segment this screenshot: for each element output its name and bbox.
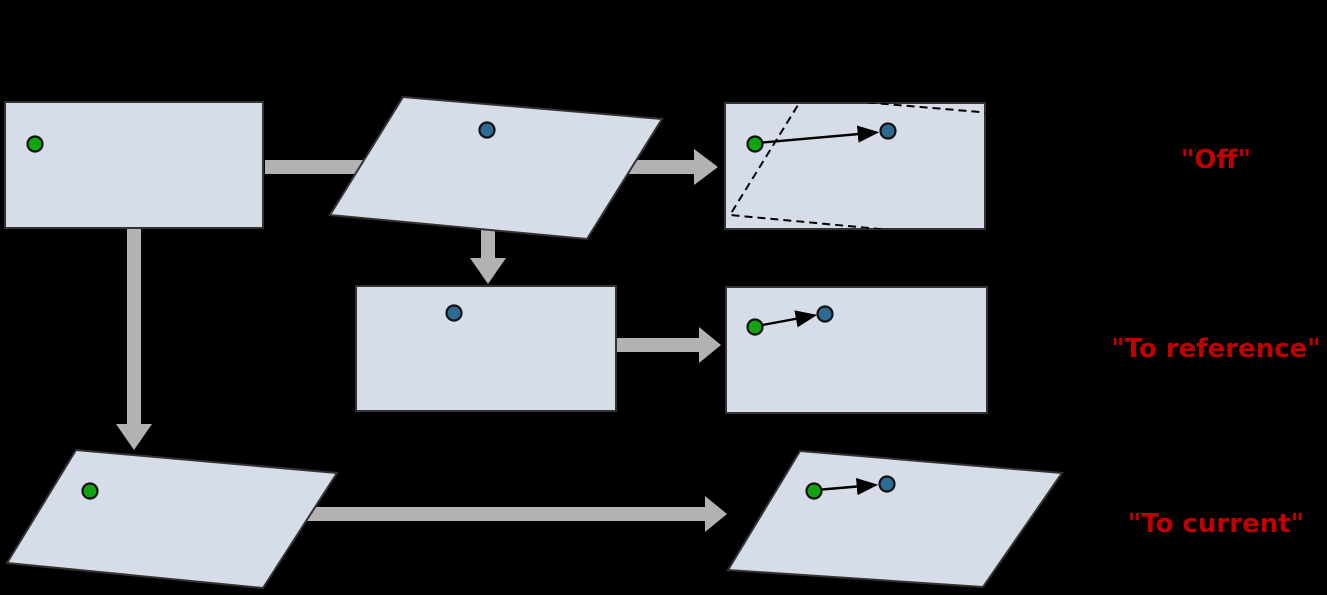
label-to-reference: "To reference" [1111,334,1321,364]
warp-to-current-parallelogram [726,449,1064,589]
current-aligned-to-reference-rect [355,285,617,412]
reference-image-rect [4,101,264,229]
label-to-current: "To current" [1127,509,1305,539]
label-off: "Off" [1180,145,1252,175]
process-arrow-to-reference [617,327,721,363]
flow-arrow-off [756,125,880,145]
process-arrow-reference-down [116,228,152,450]
to-current-reference-point [805,482,823,500]
reference-point [26,135,44,153]
warp-to-reference-rect [725,286,988,414]
aligned-reference-point [81,482,99,500]
to-reference-current-point [816,305,834,323]
warp-off-rect [724,102,986,230]
off-reference-point [746,135,764,153]
to-current-current-point [878,475,896,493]
flow-arrow-to-reference [756,310,818,328]
off-current-point [879,122,897,140]
flow-arrow-to-current [815,477,879,496]
current-image-parallelogram [328,95,664,241]
reference-aligned-to-current-parallelogram [5,448,339,590]
process-arrow-to-current [280,496,727,532]
warp-off-dashed-outline [728,103,985,229]
aligned-current-point [445,304,463,322]
current-point [478,121,496,139]
process-arrow-current-down [470,226,506,284]
to-reference-reference-point [746,318,764,336]
